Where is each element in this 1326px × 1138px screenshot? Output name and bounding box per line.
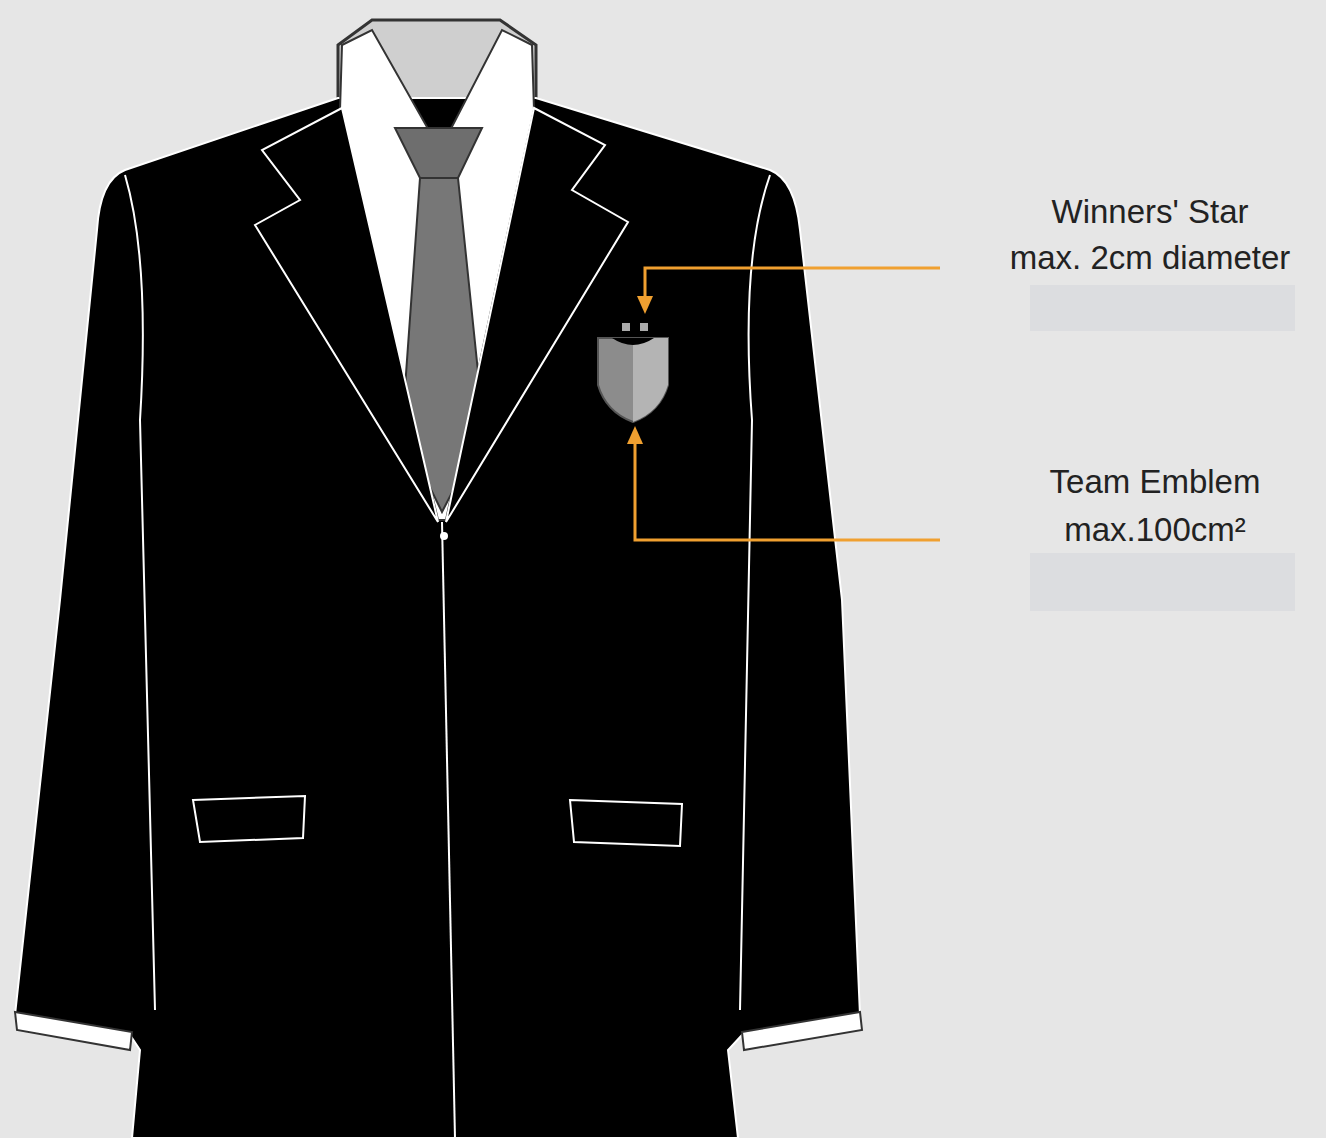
leader-line <box>635 442 940 540</box>
emblem-shading <box>633 338 668 422</box>
leader-line <box>645 268 940 298</box>
left-lapel <box>255 108 438 522</box>
emblem-detail <box>612 338 654 345</box>
team-emblem <box>598 338 668 422</box>
callout-title: Winners' Star <box>980 192 1320 232</box>
jacket-body <box>15 98 860 1138</box>
front-opening <box>442 522 455 1138</box>
callout-title: Team Emblem <box>985 462 1325 502</box>
left-pocket <box>193 796 305 842</box>
right-cuff <box>742 1012 862 1050</box>
arrow-head <box>627 426 643 444</box>
tie-knot <box>395 128 482 178</box>
button <box>440 532 448 540</box>
placeholder-box <box>1030 285 1295 331</box>
dimension-note: max.100cm² <box>985 510 1325 550</box>
arrow-head <box>637 296 653 314</box>
right-pocket <box>570 800 682 846</box>
right-lapel <box>446 108 628 522</box>
placeholder-box <box>1030 553 1295 611</box>
left-sleeve-seam <box>125 175 155 1010</box>
winners-star <box>640 323 648 331</box>
dimension-note: max. 2cm diameter <box>980 238 1320 278</box>
winners-star <box>622 323 630 331</box>
right-sleeve-seam <box>740 175 770 1010</box>
left-cuff <box>15 1012 132 1050</box>
